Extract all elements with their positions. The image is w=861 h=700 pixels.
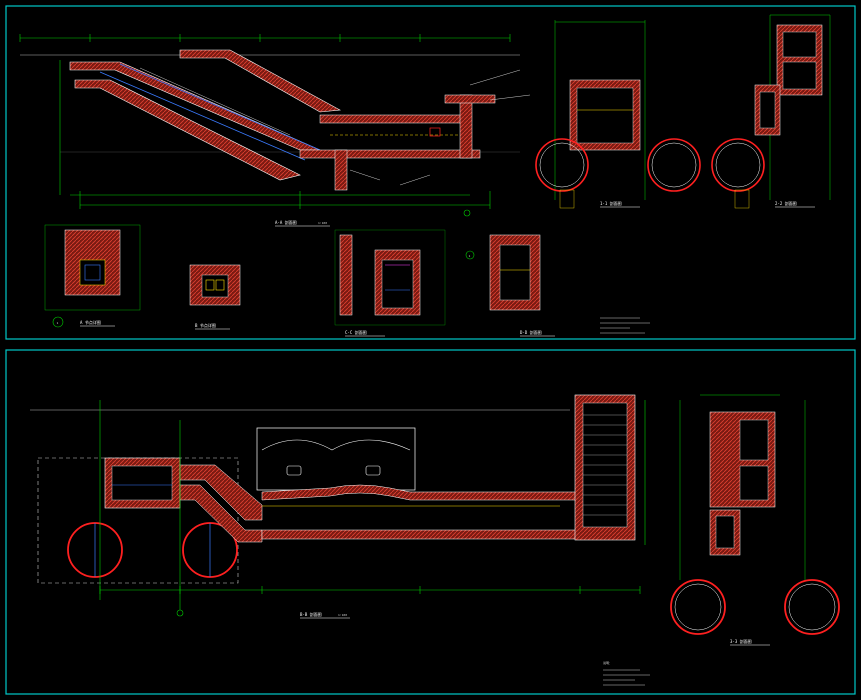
bottom-section-title: B-B 剖面图 [300,611,322,617]
tunnel-ring-inner [539,142,585,188]
legend-swatches [559,189,575,209]
tunnel-ring-inner [715,142,761,188]
shaft-stair-treads [583,414,627,516]
shaft-wall [334,149,348,191]
detail-a-title: A 节点详图 [80,319,101,325]
detail-c: C-C 剖面图 [334,229,446,337]
tunnel-ring [647,138,701,192]
upper-shaft-void [739,465,769,501]
detail-void [79,259,106,286]
right-section-3-title: 3-3 剖面图 [730,638,752,644]
passage-top-slab [319,114,471,124]
main-section-title: A-A 剖面图 [275,219,297,225]
bottom-section-scale: 1:100 [338,613,347,617]
tunnel-ring-inner [651,142,697,188]
grid-bubble [176,609,184,617]
detail-void [201,274,229,298]
end-roof [444,94,496,104]
passage-roof-slab [179,49,341,113]
right-section-1: 1-1 剖面图 [535,20,701,209]
notes-block-top [600,317,650,334]
upper-shaft-void [739,419,769,461]
handrail-line [99,71,306,161]
detail-marker [465,250,475,260]
detail-wall [339,234,353,316]
tunnel-ring [670,579,726,635]
passage-bottom-slab [261,529,581,540]
vehicle-icon [365,465,381,476]
right-section-2: 2-2 剖面图 [711,14,831,209]
detail-marker [52,316,64,328]
notes-block-bottom: 说明： [603,660,650,686]
handrail-line [119,63,321,151]
door-mark [429,127,441,137]
tunnel-ring [535,138,589,192]
passage-lower-wall [74,79,301,181]
bottom-inclined-passage [179,484,263,543]
tunnel-ring [711,138,765,192]
detail-void [381,259,414,309]
right-section-2-title: 2-2 剖面图 [775,200,797,206]
annotations-top [349,69,531,186]
vehicle-icon [286,465,302,476]
right-section-1-title: 1-1 剖面图 [600,200,622,206]
inclined-passage [69,49,341,181]
dimension-chain-bottom [99,400,646,610]
road-box-arch [261,439,411,451]
main-section-scale: 1:100 [318,221,327,225]
detail-c-title: C-C 剖面图 [345,329,367,335]
detail-d-title: D-D 剖面图 [520,329,542,335]
stair-slope-line [139,67,291,136]
upper-box-void [782,61,817,90]
tunnel-ring-inner [788,583,836,631]
upper-box-void [782,31,817,58]
top-sheet-frame [5,5,856,340]
lower-box-void [759,91,776,129]
dimension-chain-top [19,34,511,209]
tunnel-ring-inner [674,583,722,631]
tunnel-ring [784,579,840,635]
legend-swatches [734,189,750,209]
detail-d: 1 D-D 剖面图 [465,234,555,337]
detail-b: B 节点详图 [189,264,241,330]
passage-bottom-slab [299,149,481,159]
lower-shaft-void [715,515,735,549]
notes-header: 说明： [603,660,612,665]
detail-b-title: B 节点详图 [195,322,216,328]
section-box-void [576,87,634,144]
detail-marker-label: 1 [469,254,471,258]
detail-insert [84,264,101,281]
bottom-sheet: B-B 剖面图 1:100 3-3 剖面图 说明： [5,349,856,695]
bottom-inclined-passage [179,464,263,521]
top-sheet: A-A 剖面图 1:100 1-1 剖面图 [5,5,856,340]
detail-marker-label: 1 [57,321,59,325]
station-box-void [111,465,173,501]
grid-bubble [463,209,471,217]
bottom-sheet-frame [5,349,856,695]
detail-a: 1 A 节点详图 [44,224,141,328]
horizontal-passage [299,94,496,191]
right-section-3: 3-3 剖面图 [670,394,840,646]
end-wall [459,94,473,159]
detail-void [499,244,531,301]
